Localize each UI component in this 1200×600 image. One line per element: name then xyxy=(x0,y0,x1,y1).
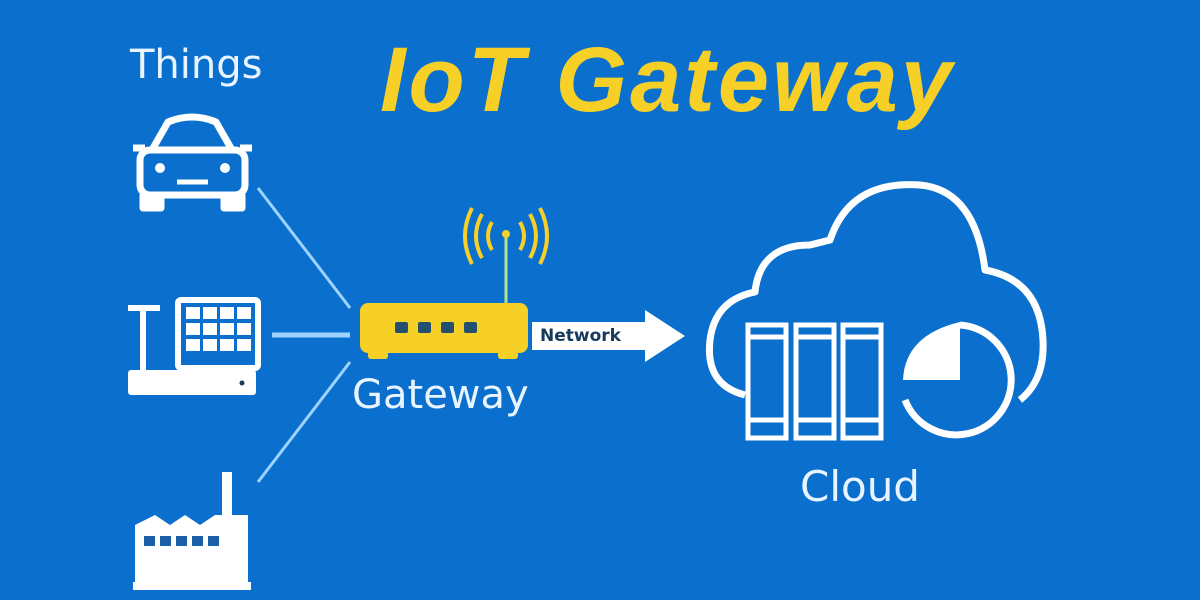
cloud-label: Cloud xyxy=(800,462,920,511)
diagram-title: IoT Gateway xyxy=(380,29,955,131)
car-connection-line xyxy=(256,187,352,309)
cloud-icon xyxy=(705,181,1047,403)
server-rack-icon xyxy=(745,322,884,441)
factory-icon xyxy=(133,472,251,590)
gateway-label: Gateway xyxy=(352,372,529,418)
gateway-router-icon xyxy=(360,207,549,359)
network-arrow xyxy=(532,310,685,362)
factory-connection-line xyxy=(256,361,352,483)
car-icon xyxy=(133,113,252,212)
pos-terminal-icon xyxy=(128,297,261,395)
network-label: Network xyxy=(540,326,621,346)
pie-chart-icon xyxy=(901,321,1015,439)
things-label: Things xyxy=(130,42,263,88)
